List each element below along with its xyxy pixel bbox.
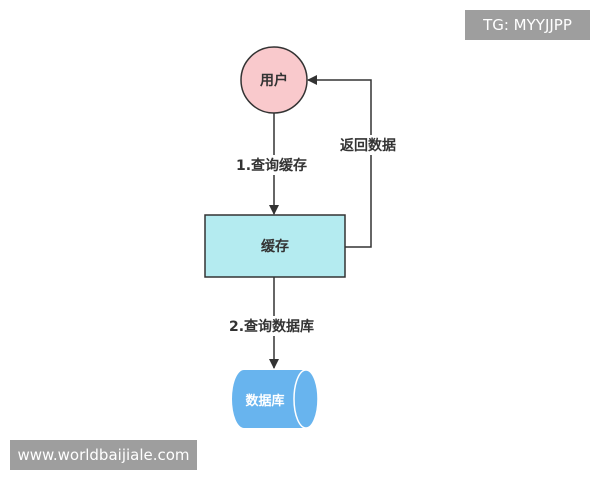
cache-node-shape — [204, 214, 346, 278]
edge-label-query-cache: 1.查询缓存 — [236, 155, 308, 175]
user-label: 用户 — [260, 73, 288, 89]
edge-return-data — [307, 75, 372, 248]
database-node-shape — [232, 369, 319, 429]
watermark-top: TG: MYYJJPP — [465, 10, 590, 40]
cache-node: 缓存 — [205, 215, 345, 277]
database-label: 数据库 — [245, 393, 285, 409]
watermark-bottom: www.worldbaijiale.com — [10, 440, 197, 470]
user-node: 用户 — [241, 47, 307, 113]
cache-label: 缓存 — [261, 239, 289, 255]
edge-label-query-db: 2.查询数据库 — [229, 316, 315, 336]
database-node: 数据库 — [232, 370, 298, 428]
edge-label-return-data: 返回数据 — [340, 135, 396, 155]
